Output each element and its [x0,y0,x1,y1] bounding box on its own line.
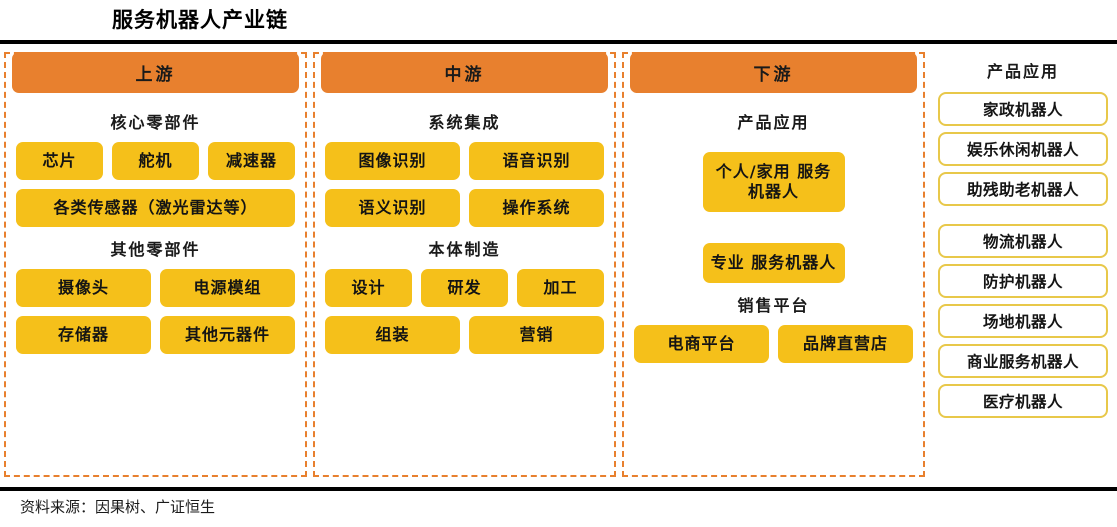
bottom-divider-rule [0,487,1117,491]
app-chip-field-robot[interactable]: 场地机器人 [938,304,1108,338]
chip-sensors[interactable]: 各类传感器（激光雷达等） [16,189,295,227]
chip-row: 各类传感器（激光雷达等） [16,189,295,227]
chip-semantic-recognition[interactable]: 语义识别 [325,189,460,227]
app-chip-protection-robot[interactable]: 防护机器人 [938,264,1108,298]
chip-camera[interactable]: 摄像头 [16,269,151,307]
group-title-body-manufacturing: 本体制造 [428,240,501,259]
group-title-core-components: 核心零部件 [110,113,201,132]
app-chip-housekeeping-robot[interactable]: 家政机器人 [938,92,1108,126]
column-header-midstream: 中游 [321,52,608,93]
chip-row: 组装 营销 [325,316,604,354]
chip-ecommerce-platform[interactable]: 电商平台 [634,325,769,363]
chip-row: 电商平台 品牌直营店 [634,325,913,363]
group-title-product-application: 产品应用 [737,113,810,132]
chip-reducer[interactable]: 减速器 [208,142,295,180]
chip-row: 语义识别 操作系统 [325,189,604,227]
applications-column: 产品应用 家政机器人 娱乐休闲机器人 助残助老机器人 物流机器人 防护机器人 场… [938,52,1108,477]
chip-chip[interactable]: 芯片 [16,142,103,180]
column-body-midstream: 系统集成 图像识别 语音识别 语义识别 操作系统 本体制造 设计 研发 加工 组… [315,95,614,475]
app-chip-elderly-assist-robot[interactable]: 助残助老机器人 [938,172,1108,206]
spacer [634,142,913,152]
chip-operating-system[interactable]: 操作系统 [469,189,604,227]
page-title: 服务机器人产业链 [112,7,288,32]
chip-rnd[interactable]: 研发 [421,269,508,307]
chip-speech-recognition[interactable]: 语音识别 [469,142,604,180]
source-note: 资料来源：因果树、广证恒生 [20,498,216,516]
column-body-downstream: 产品应用 个人/家用 服务机器人 专业 服务机器人 销售平台 电商平台 品牌直营… [624,95,923,475]
app-chip-entertainment-robot[interactable]: 娱乐休闲机器人 [938,132,1108,166]
column-body-upstream: 核心零部件 芯片 舵机 减速器 各类传感器（激光雷达等） 其他零部件 摄像头 电… [6,95,305,475]
chip-professional-service-robot[interactable]: 专业 服务机器人 [702,243,845,283]
chain-column-upstream: 上游 核心零部件 芯片 舵机 减速器 各类传感器（激光雷达等） 其他零部件 摄像… [4,52,307,477]
chip-row: 设计 研发 加工 [325,269,604,307]
applications-title: 产品应用 [986,62,1059,81]
chip-personal-home-service-robot[interactable]: 个人/家用 服务机器人 [702,152,845,212]
group-title-other-components: 其他零部件 [110,240,201,259]
column-header-upstream: 上游 [12,52,299,93]
top-divider-rule [0,40,1117,44]
chip-row: 存储器 其他元器件 [16,316,295,354]
chip-row: 摄像头 电源模组 [16,269,295,307]
chip-row: 图像识别 语音识别 [325,142,604,180]
chain-column-downstream: 下游 产品应用 个人/家用 服务机器人 专业 服务机器人 销售平台 电商平台 品… [622,52,925,477]
chip-brand-store[interactable]: 品牌直营店 [778,325,913,363]
chip-marketing[interactable]: 营销 [469,316,604,354]
chain-column-midstream: 中游 系统集成 图像识别 语音识别 语义识别 操作系统 本体制造 设计 研发 加… [313,52,616,477]
chip-power-module[interactable]: 电源模组 [160,269,295,307]
spacer [938,212,1108,224]
chip-row: 个人/家用 服务机器人 [634,152,913,212]
chip-design[interactable]: 设计 [325,269,412,307]
chip-row: 芯片 舵机 减速器 [16,142,295,180]
chip-memory[interactable]: 存储器 [16,316,151,354]
column-header-downstream: 下游 [630,52,917,93]
chip-row: 专业 服务机器人 [634,243,913,283]
chip-image-recognition[interactable]: 图像识别 [325,142,460,180]
app-chip-logistics-robot[interactable]: 物流机器人 [938,224,1108,258]
chip-processing[interactable]: 加工 [517,269,604,307]
group-title-sales-platform: 销售平台 [737,296,810,315]
chip-servo[interactable]: 舵机 [112,142,199,180]
app-chip-medical-robot[interactable]: 医疗机器人 [938,384,1108,418]
spacer [634,221,913,243]
chip-assembly[interactable]: 组装 [325,316,460,354]
app-chip-commercial-service-robot[interactable]: 商业服务机器人 [938,344,1108,378]
chip-other-devices[interactable]: 其他元器件 [160,316,295,354]
group-title-system-integration: 系统集成 [428,113,501,132]
